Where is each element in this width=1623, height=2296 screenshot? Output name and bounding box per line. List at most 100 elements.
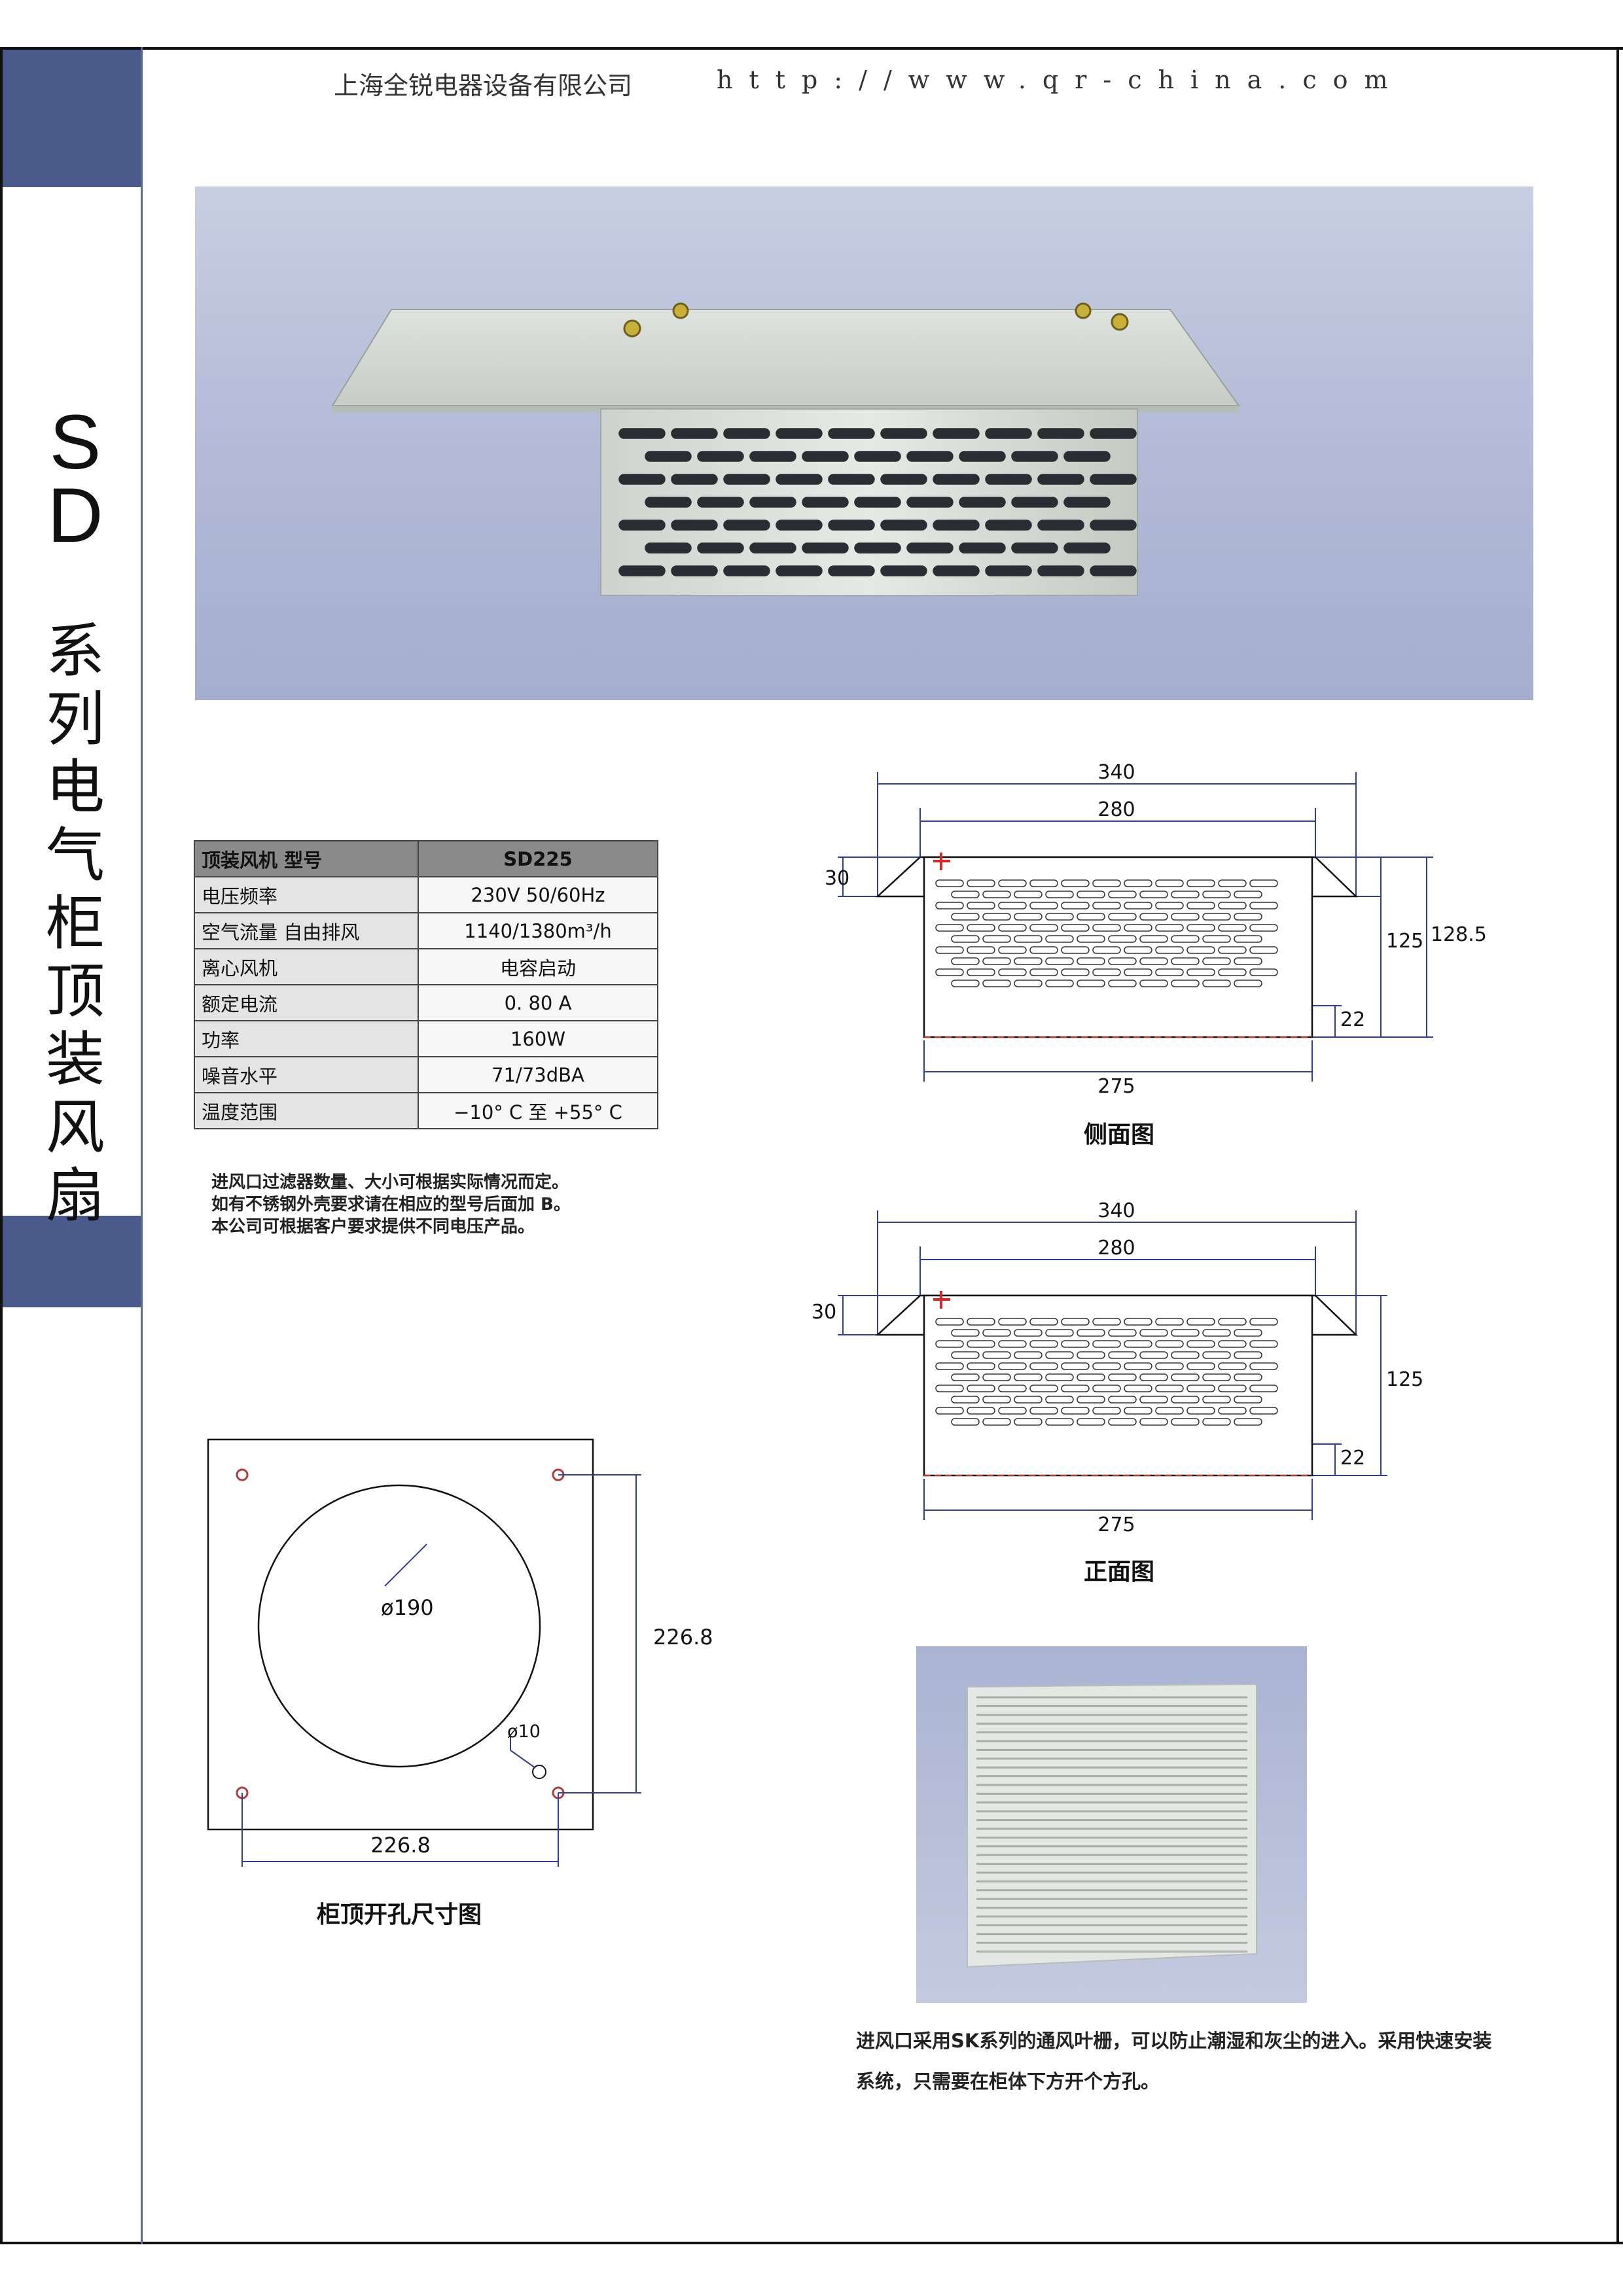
vent-slot <box>967 1340 995 1348</box>
vent-slot <box>618 520 666 531</box>
vent-slot <box>1186 968 1215 976</box>
vent-slot <box>1077 1373 1105 1381</box>
vent-slot <box>1014 1329 1043 1337</box>
vent-slot <box>1124 1340 1152 1348</box>
vent-slot <box>1234 1329 1262 1337</box>
vent-slot <box>1063 451 1111 462</box>
grille-photo <box>916 1646 1307 2003</box>
vent-slot <box>1155 968 1184 976</box>
hole-leader <box>510 1750 536 1769</box>
vent-slot <box>802 451 849 462</box>
vent-slot <box>1202 1373 1231 1381</box>
vent-slot <box>1014 935 1043 943</box>
vent-slot <box>1029 1407 1058 1415</box>
vent-slot <box>1139 913 1168 921</box>
vent-slot <box>880 520 927 531</box>
vent-slot <box>1092 968 1121 976</box>
vent-slot <box>998 879 1027 887</box>
vent-slot <box>1171 957 1200 965</box>
dim-vertical: 226.8 <box>653 1625 713 1650</box>
vent-slot <box>1063 497 1111 508</box>
vent-slot <box>1186 1318 1215 1326</box>
vent-slot <box>906 497 954 508</box>
dim-22: 22 <box>1340 1447 1365 1470</box>
vent-slot <box>1202 1351 1231 1359</box>
spec-value: 71/73dBA <box>418 1056 658 1093</box>
grille-slats <box>976 1696 1247 1953</box>
side-view-drawing: 340 280 30 125 128.5 22 275 <box>825 761 1487 1098</box>
vent-slot <box>1202 1396 1231 1404</box>
vent-slot <box>967 902 995 910</box>
vent-slot <box>854 451 901 462</box>
grille-note-line: 系统，只需要在柜体下方开个方孔。 <box>856 2070 1160 2093</box>
vent-slot <box>1155 879 1184 887</box>
roof-fan-illustration <box>331 302 1240 596</box>
vent-slot <box>998 1318 1027 1326</box>
vent-slot <box>1029 924 1058 932</box>
vent-slot <box>1139 891 1168 898</box>
vent-slot <box>1202 1329 1231 1337</box>
vent-slot <box>967 946 995 954</box>
dim-280: 280 <box>1097 1237 1135 1260</box>
vent-slot <box>951 1396 980 1404</box>
vent-slot <box>1139 980 1168 987</box>
vent-slot <box>1037 474 1084 485</box>
fan-roof-cap <box>331 309 1240 406</box>
product-name-vertical: 系 列 电 气 柜 顶 装 风 扇 <box>26 618 124 1230</box>
vent-slot <box>998 968 1027 976</box>
vent-slot <box>1014 891 1043 898</box>
vent-slot <box>1139 935 1168 943</box>
vent-slot <box>985 474 1032 485</box>
vent-slot <box>1108 935 1137 943</box>
vent-slot <box>1234 1418 1262 1426</box>
vent-slot <box>1045 891 1074 898</box>
vent-slot <box>1090 565 1137 576</box>
hole-callout-circle <box>532 1765 546 1779</box>
dim-340: 340 <box>1097 1199 1135 1222</box>
vent-slot <box>1124 879 1152 887</box>
vent-slot <box>1218 1385 1247 1392</box>
spec-value: 1140/1380m³/h <box>418 912 658 949</box>
vent-slot <box>998 1385 1027 1392</box>
vent-slot <box>1108 1418 1137 1426</box>
dim-horizontal: 226.8 <box>370 1833 431 1858</box>
vent-slot <box>1249 902 1278 910</box>
vent-slot <box>776 520 823 531</box>
vent-slot <box>1124 946 1152 954</box>
vent-slot <box>1202 980 1231 987</box>
vent-slot <box>1061 1340 1090 1348</box>
spec-row: 噪音水平 71/73dBA <box>194 1056 658 1093</box>
vent-slot <box>933 565 980 576</box>
vent-slot <box>802 542 849 554</box>
vent-slot <box>1011 542 1058 554</box>
vent-slot <box>1249 1318 1278 1326</box>
vent-slot <box>1011 497 1058 508</box>
vent-slot <box>982 1351 1011 1359</box>
spec-notes: 进风口过滤器数量、大小可根据实际情况而定。 如有不锈钢外壳要求请在相应的型号后面… <box>211 1171 800 1238</box>
vent-slot <box>982 957 1011 965</box>
vent-slot <box>1108 1351 1137 1359</box>
vent-slot <box>645 542 692 554</box>
vent-slot <box>1202 891 1231 898</box>
note-line: 如有不锈钢外壳要求请在相应的型号后面加 B。 <box>211 1195 571 1214</box>
origin-marker <box>933 853 950 870</box>
vent-slot <box>1045 1418 1074 1426</box>
dim-280: 280 <box>1097 798 1135 821</box>
vent-slot <box>1092 924 1121 932</box>
vent-slot <box>982 1373 1011 1381</box>
vent-slot <box>828 565 875 576</box>
vent-slot <box>1092 1318 1121 1326</box>
vent-slot <box>828 428 875 439</box>
vent-slot <box>1202 913 1231 921</box>
vent-slot <box>951 980 980 987</box>
spec-header-value: SD225 <box>418 840 658 877</box>
vent-slot <box>1045 913 1074 921</box>
vent-slot <box>982 913 1011 921</box>
vent-slot <box>776 565 823 576</box>
vent-slot <box>1108 913 1137 921</box>
vent-slot <box>1139 1351 1168 1359</box>
vent-slot <box>951 935 980 943</box>
vent-slot <box>935 1407 964 1415</box>
dim-128-5: 128.5 <box>1431 923 1487 946</box>
vent-slot <box>951 957 980 965</box>
